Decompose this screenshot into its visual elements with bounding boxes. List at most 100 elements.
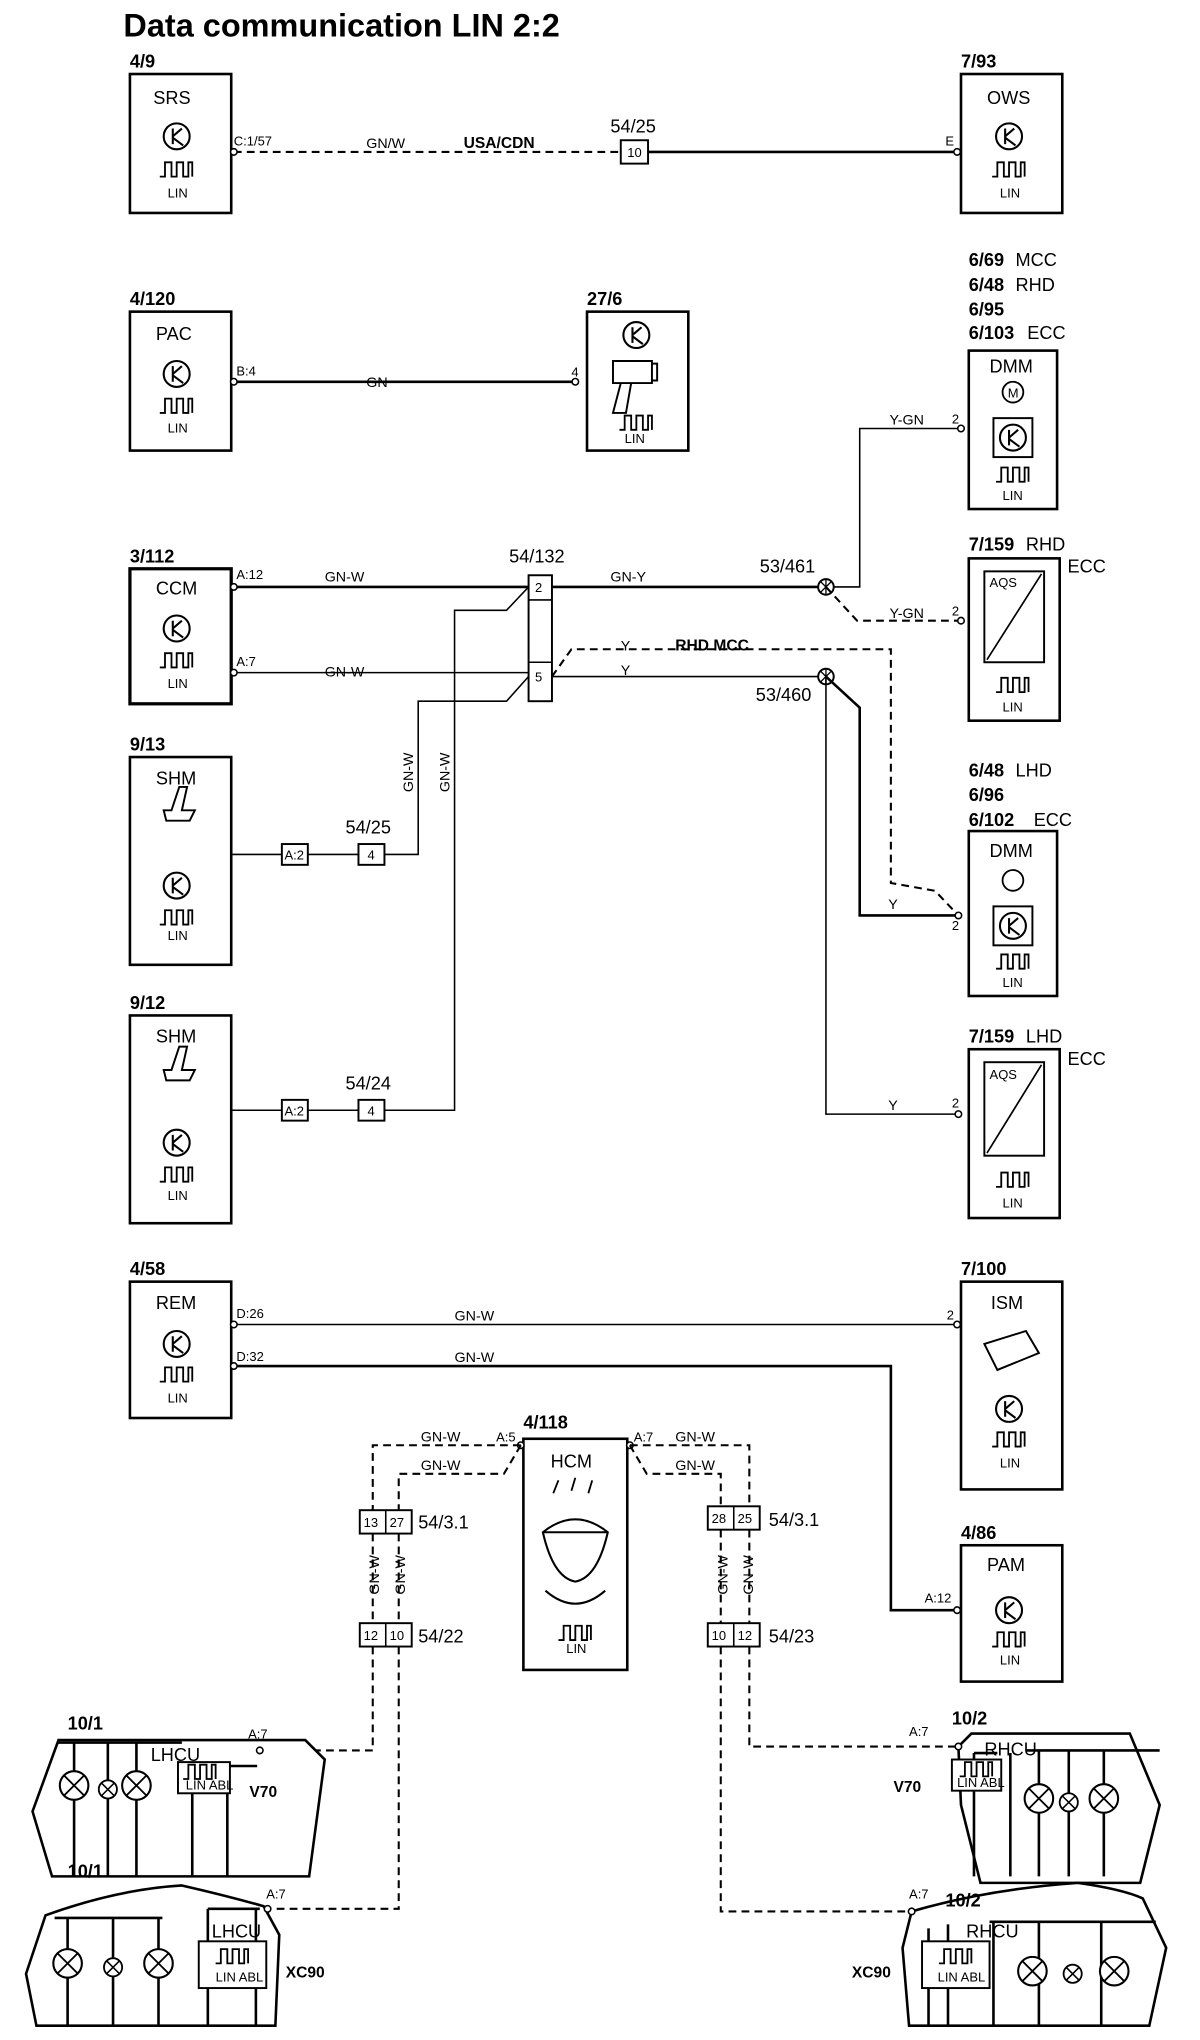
srs-name: SRS xyxy=(153,88,190,108)
pac-ref: 4/120 xyxy=(130,289,175,309)
sensor-27-6 xyxy=(585,310,690,452)
lin-abl-label: LIN ABL xyxy=(938,1970,986,1985)
ows-ref: 7/93 xyxy=(961,52,996,72)
dmm-tag: ECC xyxy=(1027,323,1065,343)
connector-ref: 54/22 xyxy=(418,1627,463,1647)
lamp-icon xyxy=(52,1948,83,1979)
wire-y-dmm-lhd xyxy=(825,675,959,917)
pac-module xyxy=(128,310,233,452)
connector-pin: 27 xyxy=(390,1515,404,1530)
connector-ref: 54/23 xyxy=(769,1627,814,1647)
wire-rhd-mcc xyxy=(551,648,960,917)
lamp-icon xyxy=(121,1770,152,1801)
lin-abl-block xyxy=(177,1761,231,1795)
shm-ref: 9/12 xyxy=(130,993,165,1013)
dmm-ref: 6/102 xyxy=(969,810,1014,830)
aqs-tag: RHD xyxy=(1026,535,1065,555)
connector-pin: 5 xyxy=(535,670,542,685)
shm-ref: 9/13 xyxy=(130,735,165,755)
transistor-icon xyxy=(995,1394,1024,1423)
rem-module xyxy=(128,1280,233,1420)
pin xyxy=(255,1746,264,1755)
transistor-icon xyxy=(998,423,1027,452)
connector-54-25 xyxy=(357,843,386,866)
wire-rem-pam xyxy=(233,1364,958,1612)
dmm-tag: ECC xyxy=(1034,810,1072,830)
wire-y-gn-aqs xyxy=(825,586,961,622)
transistor-icon xyxy=(162,122,191,151)
dmm-name: DMM xyxy=(990,357,1033,377)
shm-name: SHM xyxy=(156,1027,196,1047)
ism-ref: 7/100 xyxy=(961,1259,1006,1279)
pin-label: D:26 xyxy=(236,1306,263,1321)
transistor-icon xyxy=(162,1128,191,1157)
connector-ref: 54/3.1 xyxy=(769,1510,819,1530)
variant-label: RHD MCC xyxy=(675,638,749,655)
transistor-icon xyxy=(162,1329,191,1359)
wire-hcm-right-1 xyxy=(629,1444,959,1748)
ism-name: ISM xyxy=(991,1293,1023,1313)
dmm-ref: 6/48 xyxy=(969,761,1004,781)
wire-gn-w-shm1 xyxy=(384,676,530,856)
pac-name: PAC xyxy=(156,324,192,344)
lin-abl-label: LIN ABL xyxy=(957,1775,1005,1790)
wire-color: GN-W xyxy=(367,1554,383,1594)
wire-color: GN-W xyxy=(437,752,453,792)
rhcu-name: RHCU xyxy=(966,1921,1018,1941)
pin xyxy=(229,377,238,386)
model-label: XC90 xyxy=(852,1965,891,1982)
wire-color: Y xyxy=(621,639,631,655)
pin-label: A:12 xyxy=(925,1590,952,1605)
lin-label: LIN xyxy=(566,1641,586,1656)
pin xyxy=(907,1907,916,1916)
pin xyxy=(954,1110,963,1119)
pin xyxy=(229,582,238,591)
connector-pin: 10 xyxy=(627,145,641,160)
connector-pin: 12 xyxy=(738,1628,752,1643)
ccm-name: CCM xyxy=(156,579,197,599)
aqs-tag: LHD xyxy=(1026,1027,1062,1047)
transistor-icon xyxy=(622,320,651,350)
pin-label: A:7 xyxy=(909,1724,928,1739)
pin xyxy=(956,616,966,625)
variant-label: ECC xyxy=(1067,557,1105,577)
lin-label: LIN xyxy=(168,1390,188,1405)
model-label: XC90 xyxy=(286,1965,325,1982)
pin xyxy=(263,1904,272,1913)
headlamp-icon xyxy=(541,1518,609,1605)
lamp-icon xyxy=(1058,1792,1079,1813)
connector-pin: 2 xyxy=(535,580,542,595)
wire-gn-w-shm2 xyxy=(384,586,530,1112)
hcm-name: HCM xyxy=(551,1451,592,1471)
dmm-ref: 6/48 xyxy=(969,275,1004,295)
aqs-ref: 7/159 xyxy=(969,535,1014,555)
pin-label: 2 xyxy=(947,1307,954,1322)
connector-pin: 10 xyxy=(712,1628,726,1643)
pam-ref: 4/86 xyxy=(961,1523,996,1543)
lin-label: LIN xyxy=(168,1188,188,1203)
wire-color: GN-W xyxy=(421,1429,461,1445)
pam-name: PAM xyxy=(987,1555,1025,1575)
dmm-name: DMM xyxy=(990,841,1033,861)
lamp-icon xyxy=(58,1770,90,1801)
wire-y-aqs-lhd xyxy=(825,676,959,1115)
lin-abl-label: LIN ABL xyxy=(216,1970,264,1985)
rem-name: REM xyxy=(156,1293,196,1313)
pin-label: E xyxy=(945,133,954,148)
connector-pin: A:2 xyxy=(284,1103,303,1118)
connector-pin: 4 xyxy=(368,1103,375,1118)
shm-name: SHM xyxy=(156,768,196,788)
connector-54-24 xyxy=(357,1098,386,1122)
variant-label: USA/CDN xyxy=(464,135,535,152)
wire-color: GN-W xyxy=(393,1554,409,1594)
pin xyxy=(953,1606,962,1615)
wire-color: GN-W xyxy=(401,752,417,792)
lhcu-v70-module xyxy=(31,1738,327,1878)
dmm-ref: 6/103 xyxy=(969,323,1014,343)
wire-color: GN-W xyxy=(675,1458,715,1474)
rem-ref: 4/58 xyxy=(130,1259,165,1279)
wire-color: GN/W xyxy=(366,136,405,152)
connector-a2 xyxy=(280,1098,309,1122)
wire-color: GN-W xyxy=(455,1309,495,1325)
transistor-icon xyxy=(995,1596,1024,1625)
